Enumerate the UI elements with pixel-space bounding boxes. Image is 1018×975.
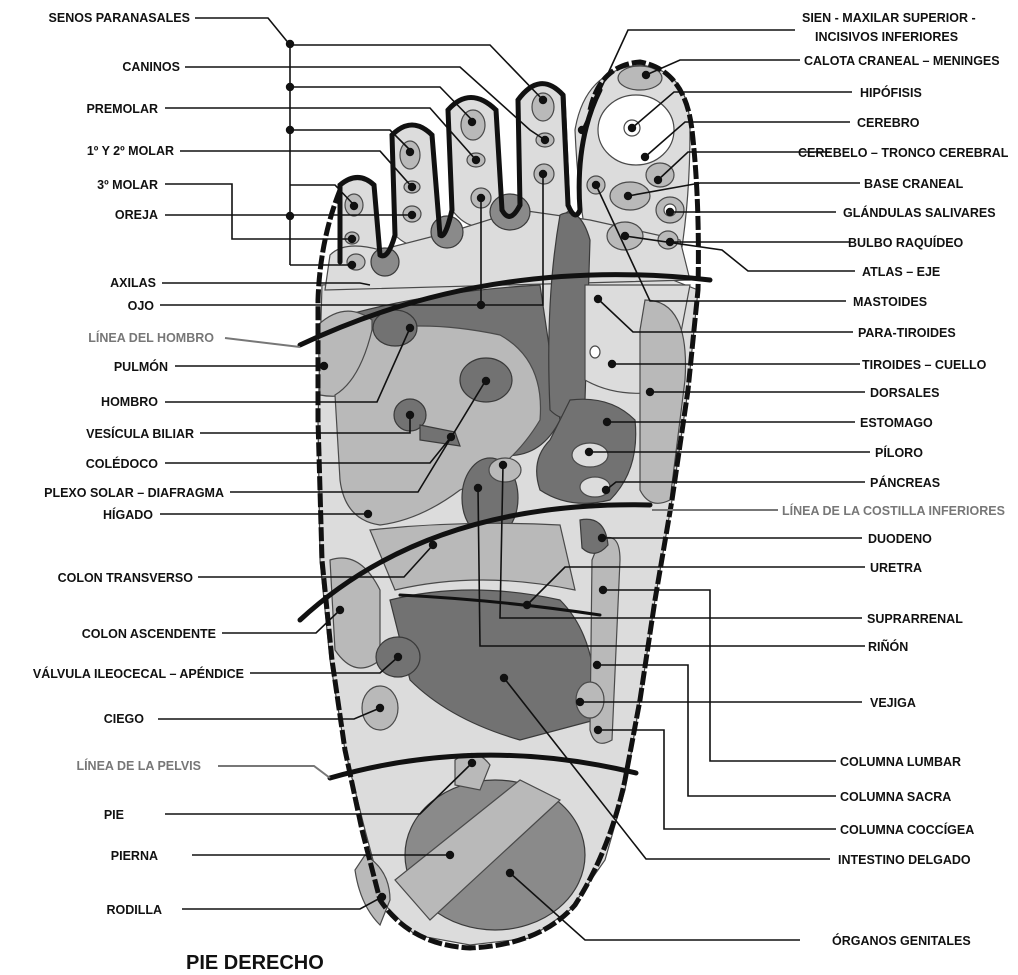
colon-transverso-zone <box>370 523 575 590</box>
label-caninos: CANINOS <box>122 60 180 74</box>
label-rodilla: RODILLA <box>106 903 162 917</box>
label-senos-paranasales: SENOS PARANASALES <box>49 11 190 25</box>
label-colon-ascendente: COLON ASCENDENTE <box>82 627 216 641</box>
label-pie: PIE <box>104 808 124 822</box>
label-rinon: RIÑÓN <box>868 639 908 654</box>
toe-dark-oval-3 <box>490 194 530 230</box>
label-tiroides: TIROIDES – CUELLO <box>862 358 987 372</box>
label-atlas: ATLAS – EJE <box>862 265 940 279</box>
label-molar-1-2: 1º Y 2º MOLAR <box>87 144 174 158</box>
label-linea-hombro: LÍNEA DEL HOMBRO <box>88 330 214 345</box>
calota-zone <box>618 66 662 90</box>
label-cerebelo: CEREBELO – TRONCO CEREBRAL <box>798 146 1009 160</box>
label-columna-lumbar: COLUMNA LUMBAR <box>840 755 961 769</box>
diagram-title: PIE DERECHO <box>186 952 324 974</box>
label-calota: CALOTA CRANEAL – MENINGES <box>804 54 1000 68</box>
label-uretra: URETRA <box>870 561 922 575</box>
label-pancreas: PÁNCREAS <box>870 475 940 490</box>
label-intestino-delgado: INTESTINO DELGADO <box>838 853 971 867</box>
label-ojo: OJO <box>128 299 155 313</box>
label-ciego: CIEGO <box>104 712 145 726</box>
label-hombro: HOMBRO <box>101 395 158 409</box>
label-glandulas-salivares: GLÁNDULAS SALIVARES <box>843 205 996 220</box>
label-duodeno: DUODENO <box>868 532 932 546</box>
labels-right: SIEN - MAXILAR SUPERIOR - INCISIVOS INFE… <box>782 11 1009 948</box>
label-columna-coccigea: COLUMNA COCCÍGEA <box>840 822 974 837</box>
label-cerebro: CEREBRO <box>857 116 920 130</box>
label-pierna: PIERNA <box>111 849 158 863</box>
label-linea-costilla: LÍNEA DE LA COSTILLA INFERIORES <box>782 503 1005 518</box>
label-bulbo: BULBO RAQUÍDEO <box>848 235 964 250</box>
label-dorsales: DORSALES <box>870 386 939 400</box>
label-valvula-ileocecal: VÁLVULA ILEOCECAL – APÉNDICE <box>33 666 244 681</box>
label-pulmon: PULMÓN <box>114 359 168 374</box>
label-higado: HÍGADO <box>103 507 153 522</box>
label-hipofisis: HIPÓFISIS <box>860 85 922 100</box>
label-premolar: PREMOLAR <box>86 102 158 116</box>
label-para-tiroides: PARA-TIROIDES <box>858 326 956 340</box>
label-piloro: PÍLORO <box>875 445 923 460</box>
label-molar-3: 3º MOLAR <box>97 178 158 192</box>
label-mastoides: MASTOIDES <box>853 295 927 309</box>
label-coledoco: COLÉDOCO <box>86 456 159 471</box>
tiroides-inner-zone <box>590 346 600 358</box>
label-organos-genitales: ÓRGANOS GENITALES <box>832 933 971 948</box>
labels-left: SENOS PARANASALES CANINOS PREMOLAR 1º Y … <box>33 11 244 917</box>
label-estomago: ESTOMAGO <box>860 416 933 430</box>
label-linea-pelvis: LÍNEA DE LA PELVIS <box>76 758 201 773</box>
label-columna-sacra: COLUMNA SACRA <box>840 790 951 804</box>
label-vejiga: VEJIGA <box>870 696 916 710</box>
dorsales-zone <box>640 300 686 503</box>
label-axilas: AXILAS <box>110 276 156 290</box>
label-oreja: OREJA <box>115 208 158 222</box>
label-sien-line1: SIEN - MAXILAR SUPERIOR - <box>802 11 976 25</box>
label-suprarrenal: SUPRARRENAL <box>867 612 963 626</box>
label-sien-line2: INCISIVOS INFERIORES <box>815 30 958 44</box>
label-vesicula-biliar: VESÍCULA BILIAR <box>86 426 194 441</box>
label-base-craneal: BASE CRANEAL <box>864 177 964 191</box>
label-colon-transverso: COLON TRANSVERSO <box>58 571 194 585</box>
label-plexo-solar: PLEXO SOLAR – DIAFRAGMA <box>44 486 224 500</box>
